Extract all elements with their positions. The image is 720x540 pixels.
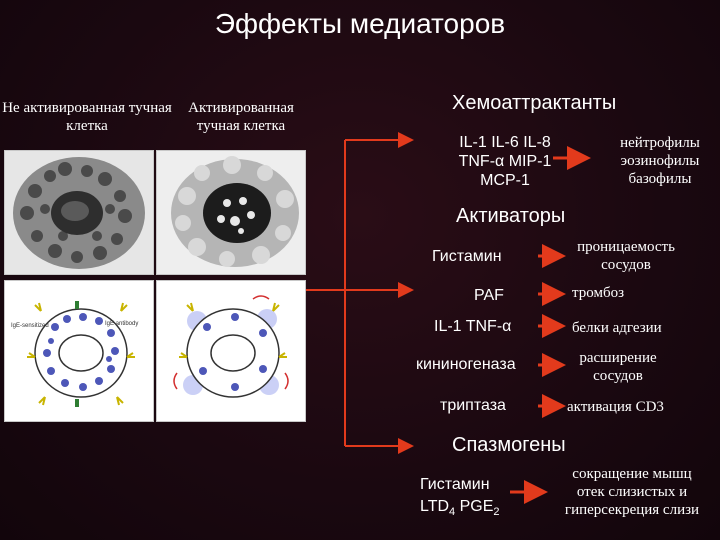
active-cell-micrograph <box>156 150 306 275</box>
activator-effect: активация CD3 <box>567 399 664 415</box>
activator-mediator: Гистамин <box>432 248 502 265</box>
activators-heading: Активаторы <box>456 205 566 227</box>
activator-mediator: PAF <box>474 287 504 304</box>
activator-effect: белки адгезии <box>572 320 662 336</box>
spasmogen-effect: сокращение мышц <box>572 466 692 482</box>
spasmogen-mediator-line: LTD4 PGE2 <box>420 498 500 519</box>
activator-mediator: кининогеназа <box>416 356 516 373</box>
spasmogen-mediator-line: Гистамин <box>420 476 490 493</box>
spasmogen-effects: сокращение мышц отек слизистых и гиперсе… <box>548 465 716 519</box>
spasmogen-effect: отек слизистых и <box>576 484 688 500</box>
activator-mediator: триптаза <box>440 397 506 414</box>
chemo-target: эозинофилы <box>620 153 700 169</box>
spasmogen-effect: гиперсекреция слизи <box>564 502 700 518</box>
spasmogen-mediators: Гистамин LTD4 PGE2 <box>420 474 500 523</box>
chemo-target: базофилы <box>628 171 692 187</box>
activator-effect: тромбоз <box>572 285 625 301</box>
chemo-mediator-line: MCP-1 <box>480 172 530 189</box>
inactive-cell-micrograph <box>4 150 154 275</box>
chemo-targets: нейтрофилы эозинофилы базофилы <box>598 134 720 188</box>
chemo-mediator-line: IL-1 IL-6 IL-8 <box>459 134 551 151</box>
activator-mediator: IL-1 TNF-α <box>434 318 512 335</box>
ige-sensitized-label: IgE-sensitized <box>11 323 49 329</box>
page-title: Эффекты медиаторов <box>214 8 506 39</box>
ige-antibody-label: IgE antibody <box>105 321 138 327</box>
spasmogens-heading: Спазмогены <box>452 434 566 456</box>
inactive-cell-schematic: IgE-sensitized IgE antibody <box>4 280 154 422</box>
activator-effect: расширение сосудов <box>579 350 657 384</box>
chemo-target: нейтрофилы <box>620 135 700 151</box>
chemo-mediators: IL-1 IL-6 IL-8 TNF-α MIP-1 MCP-1 <box>430 133 580 190</box>
activator-effect: проницаемость сосудов <box>577 239 675 273</box>
chemo-heading: Хемоаттрактанты <box>452 92 617 114</box>
chemo-mediator-line: TNF-α MIP-1 <box>458 153 552 170</box>
active-cell-schematic <box>156 280 306 422</box>
active-cell-label: Активированная тучная клетка <box>188 100 294 134</box>
inactive-cell-label: Не активированная тучная клетка <box>2 100 172 134</box>
